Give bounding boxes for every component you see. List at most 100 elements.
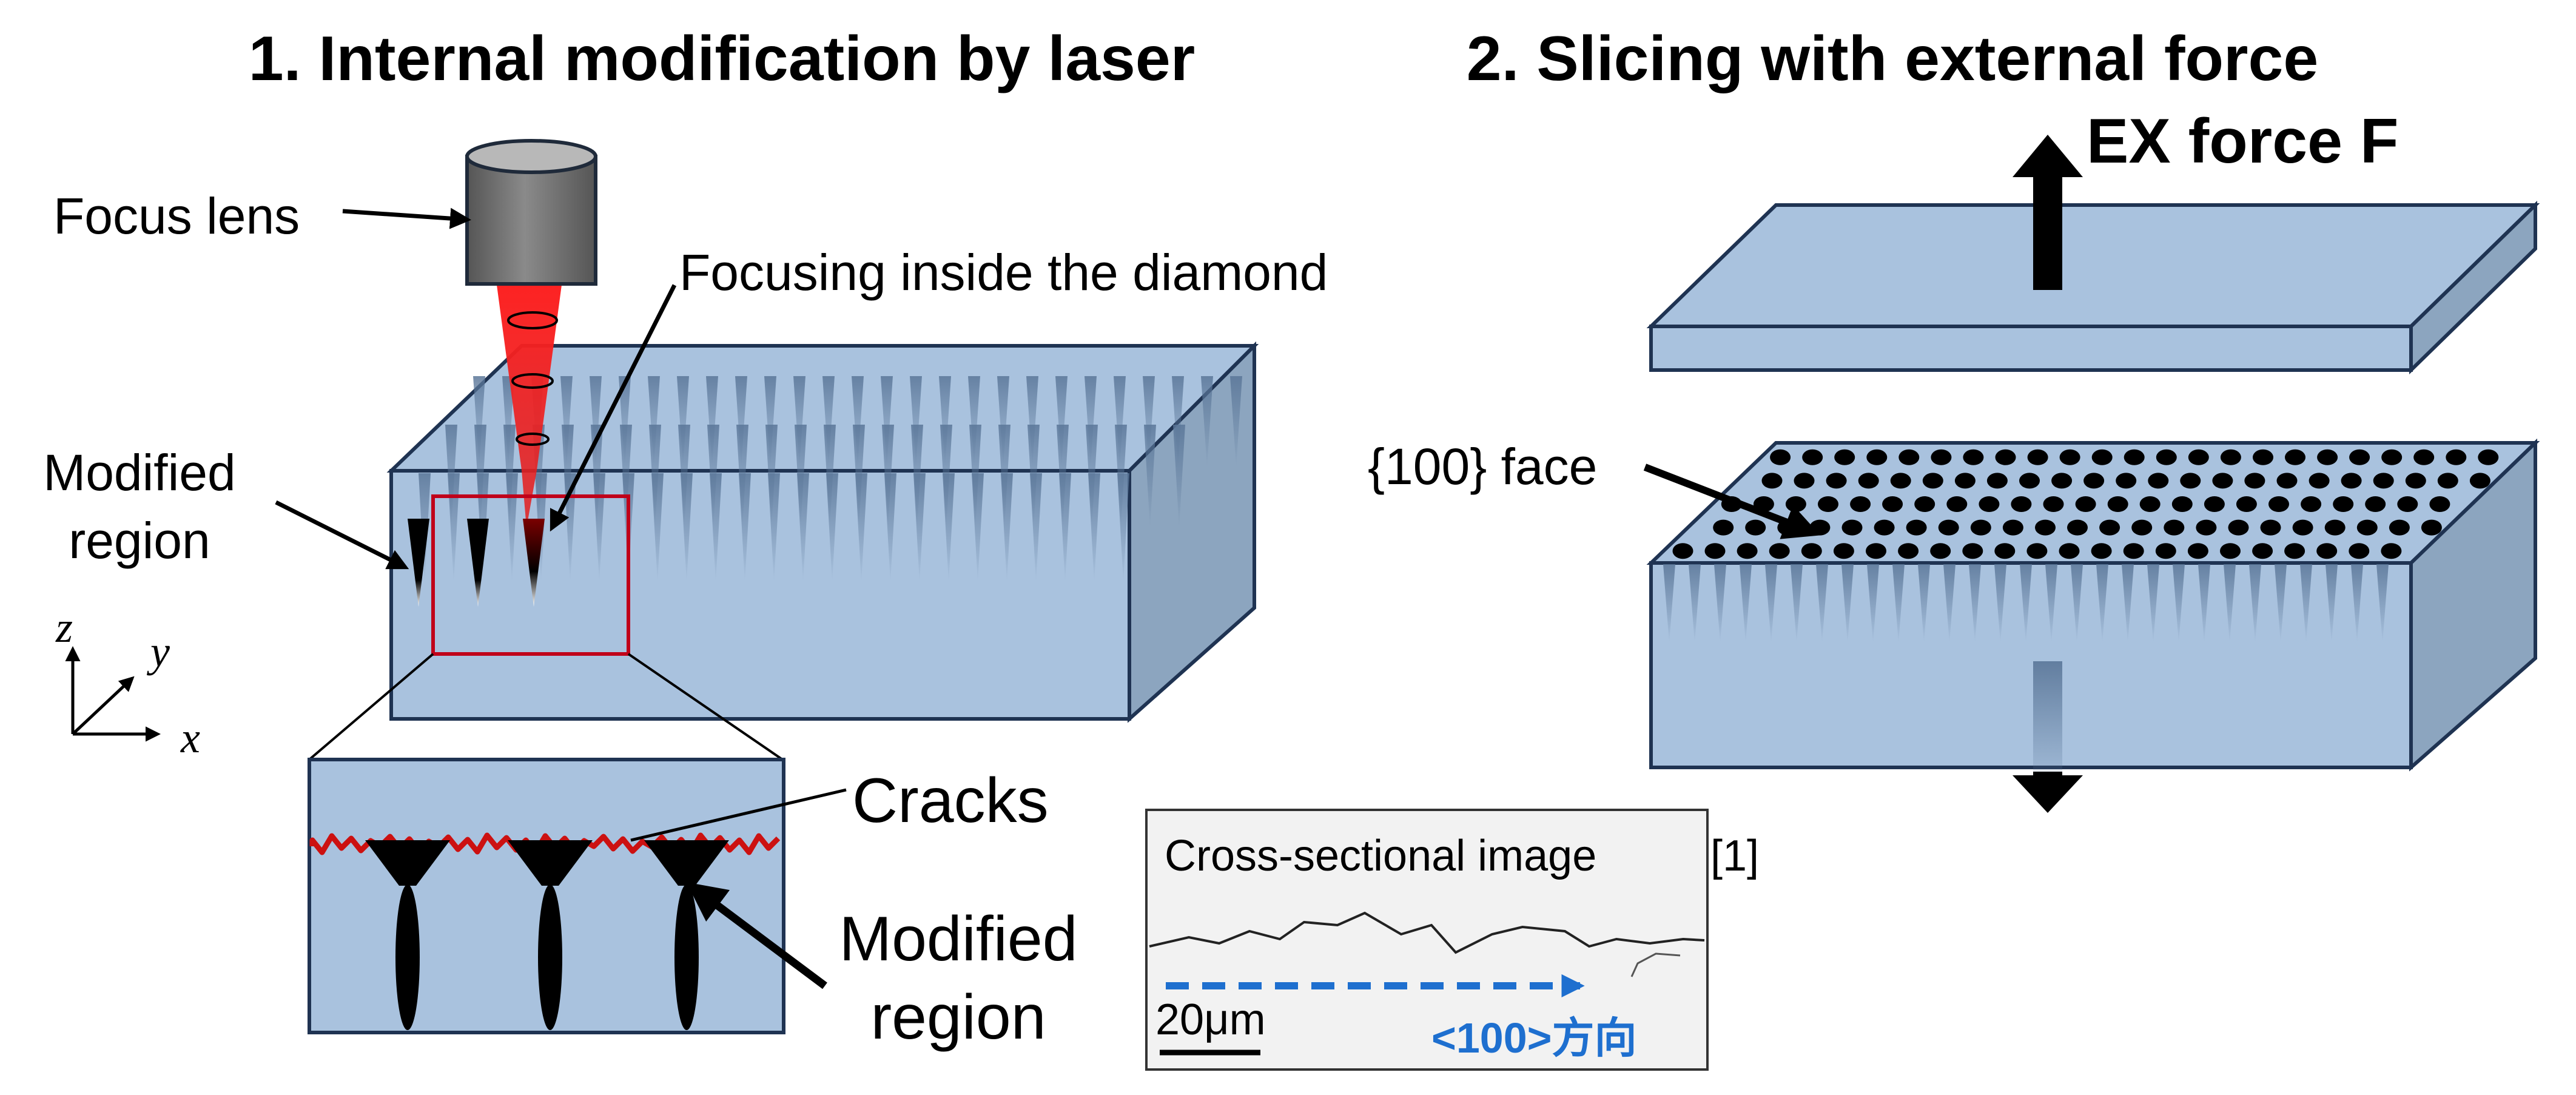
face-dot bbox=[1833, 543, 1854, 559]
face-dot bbox=[1866, 543, 1886, 559]
face-dot bbox=[2035, 519, 2056, 536]
face-dot bbox=[2188, 449, 2209, 465]
modified-cone-3 bbox=[523, 519, 545, 607]
upper-slab bbox=[1646, 200, 2540, 375]
face-dot bbox=[2075, 496, 2096, 512]
faint-spike bbox=[852, 376, 864, 467]
face-dot bbox=[1963, 449, 1984, 465]
focus-lens-arrow bbox=[342, 207, 471, 229]
faint-spike bbox=[2122, 564, 2134, 643]
crack-branch-line bbox=[1630, 952, 1681, 977]
face-dot bbox=[2413, 449, 2435, 465]
modified-region-label-1b: region bbox=[69, 512, 210, 569]
modified-region-label-2b: region bbox=[870, 982, 1046, 1053]
face-arrow bbox=[1643, 463, 1821, 539]
face-dot bbox=[2026, 543, 2048, 559]
faint-spike bbox=[590, 376, 602, 467]
zoom-modified-cone bbox=[644, 840, 729, 886]
face-dot bbox=[2244, 473, 2265, 489]
faint-spike bbox=[735, 376, 747, 467]
face-dot bbox=[2429, 496, 2450, 512]
face-dot bbox=[1906, 519, 1927, 536]
modified-cone-1 bbox=[408, 519, 429, 607]
face-dot bbox=[1994, 543, 2016, 559]
face-dot bbox=[1946, 496, 1968, 512]
faint-spike bbox=[1765, 564, 1777, 643]
faint-spike bbox=[2224, 564, 2236, 643]
face-dot bbox=[1801, 543, 1822, 559]
faint-spike bbox=[681, 473, 693, 582]
face-dot bbox=[2284, 543, 2305, 559]
face-dot bbox=[2317, 449, 2338, 465]
zoom-line-left bbox=[308, 653, 434, 761]
face-dot bbox=[1874, 519, 1895, 536]
faint-spike bbox=[1969, 564, 1981, 643]
cracks-label: Cracks bbox=[852, 766, 1049, 836]
face-dot bbox=[2349, 449, 2370, 465]
focus-lens-label: Focus lens bbox=[53, 187, 300, 244]
face-dot bbox=[2252, 543, 2273, 559]
faint-spike bbox=[593, 473, 605, 582]
block2-modification-spikes bbox=[1663, 564, 2389, 643]
face-dot bbox=[2469, 473, 2490, 489]
face-dot bbox=[1922, 473, 1943, 489]
faint-spike bbox=[768, 473, 780, 582]
face-dot bbox=[2405, 473, 2426, 489]
zoom-modified-ellipse bbox=[395, 884, 420, 1030]
faint-spike bbox=[1892, 564, 1905, 643]
faint-spike bbox=[1143, 376, 1155, 467]
faint-spike bbox=[560, 376, 573, 467]
face-dot bbox=[2043, 496, 2064, 512]
face-dot bbox=[1979, 496, 2000, 512]
faint-spike bbox=[651, 473, 664, 582]
face-dot bbox=[1850, 496, 1871, 512]
faint-spike bbox=[648, 376, 660, 467]
face-dot bbox=[1802, 449, 1823, 465]
focus-lens-icon bbox=[465, 139, 597, 286]
faint-spike bbox=[822, 376, 835, 467]
faint-spike bbox=[1689, 564, 1701, 643]
faint-spike bbox=[1059, 473, 1071, 582]
faint-spike bbox=[2198, 564, 2210, 643]
face-dot bbox=[1986, 473, 2008, 489]
face-dot bbox=[1954, 473, 1976, 489]
faint-spike bbox=[1201, 376, 1213, 467]
zoom-line-right bbox=[627, 653, 784, 761]
face-dot bbox=[2116, 473, 2137, 489]
face-dot bbox=[2171, 496, 2193, 512]
face-dot bbox=[1995, 449, 2016, 465]
face-dot bbox=[1818, 496, 1838, 512]
block1-front-face bbox=[389, 469, 1131, 721]
faint-spike bbox=[1026, 376, 1038, 467]
faint-spike bbox=[1740, 564, 1752, 643]
faint-spike bbox=[2351, 564, 2363, 643]
faint-spike bbox=[2096, 564, 2108, 643]
modified-region-arrow-1 bbox=[275, 500, 409, 570]
focusing-label: Focusing inside the diamond bbox=[679, 244, 1328, 301]
faint-spike bbox=[1816, 564, 1828, 643]
face-dot bbox=[2260, 519, 2281, 536]
face-dot bbox=[2373, 473, 2394, 489]
face-dot bbox=[2027, 449, 2048, 465]
diamond-block-1 bbox=[386, 341, 1259, 723]
faint-spike bbox=[1001, 473, 1013, 582]
face-dot bbox=[2091, 543, 2112, 559]
face-dot bbox=[1737, 543, 1758, 559]
face-dot bbox=[1672, 543, 1693, 559]
faint-spike bbox=[1230, 376, 1242, 467]
face-dot bbox=[2148, 473, 2169, 489]
face-dot bbox=[2019, 473, 2040, 489]
axis-z-label: z bbox=[55, 603, 73, 652]
faint-spike bbox=[2275, 564, 2287, 643]
laser-ring-2 bbox=[511, 373, 554, 389]
face-dot bbox=[1962, 543, 1983, 559]
face-dot bbox=[2478, 449, 2499, 465]
modified-region-arrow-2 bbox=[686, 882, 827, 989]
faint-spike bbox=[881, 376, 893, 467]
face-dot bbox=[2228, 519, 2249, 536]
face-dot bbox=[1745, 519, 1766, 536]
faint-spike bbox=[1085, 376, 1097, 467]
face-dot bbox=[1770, 449, 1791, 465]
faint-spike bbox=[1172, 376, 1184, 467]
